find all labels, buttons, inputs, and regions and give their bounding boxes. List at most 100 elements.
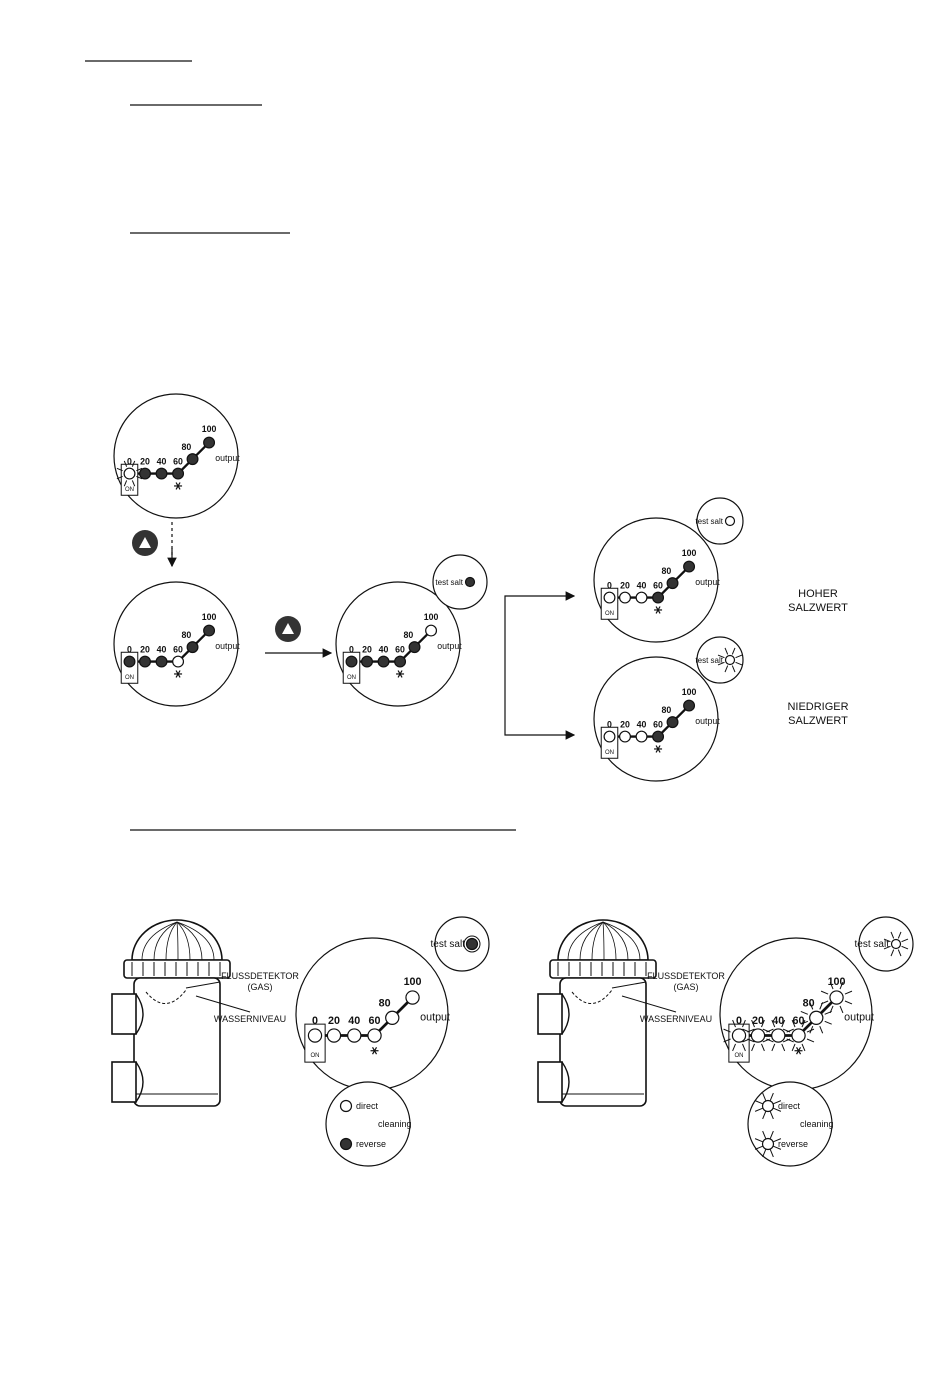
dome-rib: [579, 921, 604, 961]
blink-ray: [829, 1005, 834, 1014]
port-curve: [135, 993, 144, 1035]
blink-ray: [839, 1005, 844, 1014]
blink-ray: [820, 990, 829, 995]
test-salt-ring: [463, 935, 481, 953]
blink-ray: [801, 1043, 806, 1052]
snowflake-stroke: [175, 670, 181, 678]
led-100: [203, 624, 216, 637]
led-80: [408, 641, 421, 654]
blink-ray: [791, 1043, 796, 1052]
blink-ray: [773, 1100, 782, 1105]
blink-ray: [809, 1002, 814, 1010]
blink-ray: [732, 1043, 736, 1052]
test-salt-label: test salt: [435, 578, 463, 587]
scale-value-40: 40: [637, 580, 647, 590]
flow-detector-gas-label: (GAS): [247, 982, 272, 992]
scale-value-0: 0: [607, 580, 612, 590]
led-100: [203, 436, 216, 449]
scale-value-60: 60: [173, 456, 183, 466]
snowflake-stroke: [372, 1046, 378, 1055]
scale-value-80: 80: [379, 997, 391, 1009]
test-salt-label: test salt: [855, 939, 890, 950]
led-100: [405, 990, 420, 1005]
led-20: [619, 591, 631, 604]
blink-ray: [800, 1010, 809, 1015]
scale-value-80: 80: [661, 566, 671, 576]
blink-ray: [883, 938, 891, 943]
led-0: [307, 1028, 323, 1043]
blink-ray: [723, 1038, 731, 1043]
blink-ray: [742, 1043, 746, 1052]
cleaning-label: cleaning: [800, 1119, 834, 1129]
led-20: [619, 730, 631, 743]
scale-value-60: 60: [793, 1015, 805, 1027]
scale-value-40: 40: [157, 644, 167, 654]
direct-led: [339, 1099, 353, 1113]
scale-value-20: 20: [328, 1015, 340, 1027]
dome-rib: [176, 921, 203, 961]
leader-water: [621, 995, 677, 1013]
blink-ray: [897, 949, 902, 957]
blink-ray: [724, 647, 729, 655]
blink-ray: [824, 1020, 832, 1025]
scale-value-100: 100: [404, 976, 422, 988]
test-salt-bubble: [434, 916, 490, 972]
electrolysis-cell-drawing: FLUSSDETEKTOR(GAS)WASSERNIVEAU: [111, 919, 299, 1107]
test-salt-bubble: [696, 497, 744, 545]
led-20: [361, 655, 373, 668]
water-level-label: WASSERNIVEAU: [640, 1014, 712, 1024]
scale-value-20: 20: [620, 719, 630, 729]
led-80: [186, 453, 199, 466]
scale-value-0: 0: [349, 644, 354, 654]
blink-ray: [897, 931, 902, 939]
blink-ray: [844, 990, 853, 995]
on-label: ON: [311, 1053, 320, 1059]
scale-value-40: 40: [348, 1015, 360, 1027]
scale-value-40: 40: [379, 644, 389, 654]
dome-rib: [176, 921, 215, 961]
direct-label: direct: [778, 1101, 801, 1111]
blink-ray: [762, 1111, 767, 1120]
blink-ray: [769, 1149, 774, 1158]
scale-value-60: 60: [173, 644, 183, 654]
blink-ray: [901, 938, 909, 943]
led-80: [666, 577, 679, 590]
scale-value-20: 20: [140, 456, 150, 466]
test-salt-indicator: test salt: [431, 916, 490, 972]
on-label: ON: [125, 675, 134, 681]
gauge-circle: [335, 581, 461, 707]
snowflake-stroke: [175, 482, 181, 490]
cell-port-top: [537, 993, 563, 1035]
cell-body: [133, 977, 221, 1107]
test-salt-indicator: test salt: [855, 916, 914, 972]
led-80: [809, 1010, 824, 1025]
blink-ray: [123, 480, 128, 487]
flow-detector-label: FLUSSDETEKTOR: [647, 971, 725, 981]
test-salt-led: [464, 576, 476, 588]
dome-rib: [176, 921, 191, 961]
output-label: output: [437, 641, 462, 651]
led-60: [172, 655, 185, 668]
blink-ray: [754, 1138, 763, 1143]
dome-rib: [141, 921, 178, 961]
blink-ray: [769, 1111, 774, 1120]
on-label: ON: [125, 487, 134, 493]
led-40: [155, 467, 168, 480]
blink-ray: [724, 665, 729, 673]
blink-ray: [839, 981, 844, 990]
snowflake-icon: [396, 670, 405, 678]
scale-value-20: 20: [362, 644, 372, 654]
blink-ray: [762, 1092, 767, 1101]
cell-dome: [131, 919, 223, 961]
on-label: ON: [735, 1053, 744, 1059]
test-salt-indicator: test salt: [432, 554, 488, 610]
scale-value-0: 0: [736, 1015, 742, 1027]
blink-ray: [136, 475, 143, 480]
test-salt-bubble: [432, 554, 488, 610]
scale-value-100: 100: [424, 612, 439, 622]
